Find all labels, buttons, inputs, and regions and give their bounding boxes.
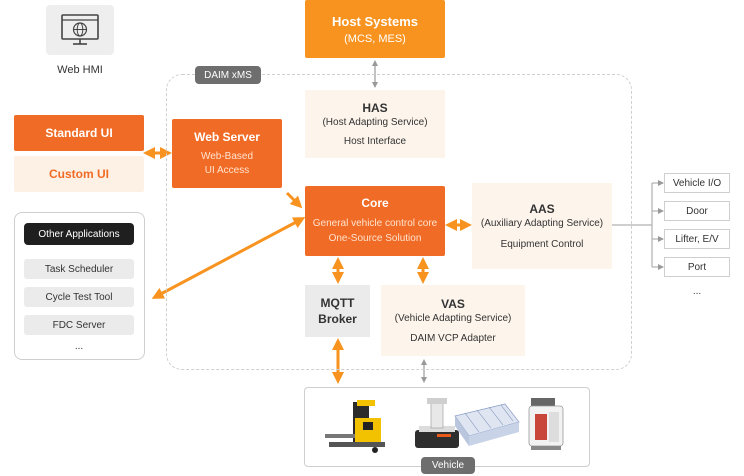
web-server-title: Web Server [194,129,260,144]
forklift-vehicle-icon [325,400,385,453]
vas-detail: DAIM VCP Adapter [410,333,496,344]
app-item-fdc-server: FDC Server [24,315,134,335]
vas-subtitle: (Vehicle Adapting Service) [394,313,512,324]
equipment-more-ellipsis: ... [692,286,702,297]
mqtt-line2: Broker [318,312,357,326]
app-item-task-scheduler: Task Scheduler [24,259,134,279]
vas-title: VAS [441,297,465,311]
core-box: Core General vehicle control core One-So… [305,186,445,256]
xms-container [166,74,632,370]
equipment-lifter-ev: Lifter, E/V [664,229,730,249]
mqtt-line1: MQTT [320,296,355,310]
storage-rack-vehicle-icon [454,403,520,446]
vehicle-images [325,398,564,453]
core-otherapps-connector [151,217,306,299]
amr-vehicle-icon [415,398,459,448]
has-subtitle: (Host Adapting Service) [322,117,428,128]
aas-subtitle: (Auxiliary Adapting Service) [480,218,604,229]
equipment-door: Door [664,201,730,221]
vehicle-panel [304,387,590,467]
equipment-port: Port [664,257,730,277]
monitor-globe-icon [46,5,114,55]
oht-vehicle-icon [528,398,564,450]
webserver-core-connector [285,191,303,209]
web-server-box: Web Server Web-Based UI Access [172,119,282,188]
xms-badge: DAIM xMS [195,66,261,84]
app-item-cycle-test-tool: Cycle Test Tool [24,287,134,307]
vehicle-badge: Vehicle [421,457,475,474]
has-title: HAS [362,101,388,115]
web-server-line1: Web-Based [200,150,254,162]
web-hmi-label: Web HMI [57,64,103,76]
other-applications-title: Other Applications [24,223,134,245]
host-systems-box: Host Systems (MCS, MES) [305,0,445,58]
has-box: HAS (Host Adapting Service) Host Interfa… [305,90,445,158]
core-line2: One-Source Solution [328,233,422,244]
custom-ui-box: Custom UI [14,156,144,192]
has-detail: Host Interface [343,136,407,147]
web-server-line2: UI Access [204,164,250,176]
equipment-vehicle-io: Vehicle I/O [664,173,730,193]
aas-box: AAS (Auxiliary Adapting Service) Equipme… [472,183,612,269]
vas-box: VAS (Vehicle Adapting Service) DAIM VCP … [381,285,525,356]
aas-detail: Equipment Control [500,239,584,250]
aas-title: AAS [529,202,555,216]
core-title: Core [361,196,389,210]
core-line1: General vehicle control core [312,218,438,229]
host-systems-subtitle: (MCS, MES) [344,32,406,45]
app-more-ellipsis: ... [74,341,84,352]
mqtt-broker-box: MQTT Broker [305,285,370,337]
host-systems-title: Host Systems [332,13,418,29]
standard-ui-box: Standard UI [14,115,144,151]
